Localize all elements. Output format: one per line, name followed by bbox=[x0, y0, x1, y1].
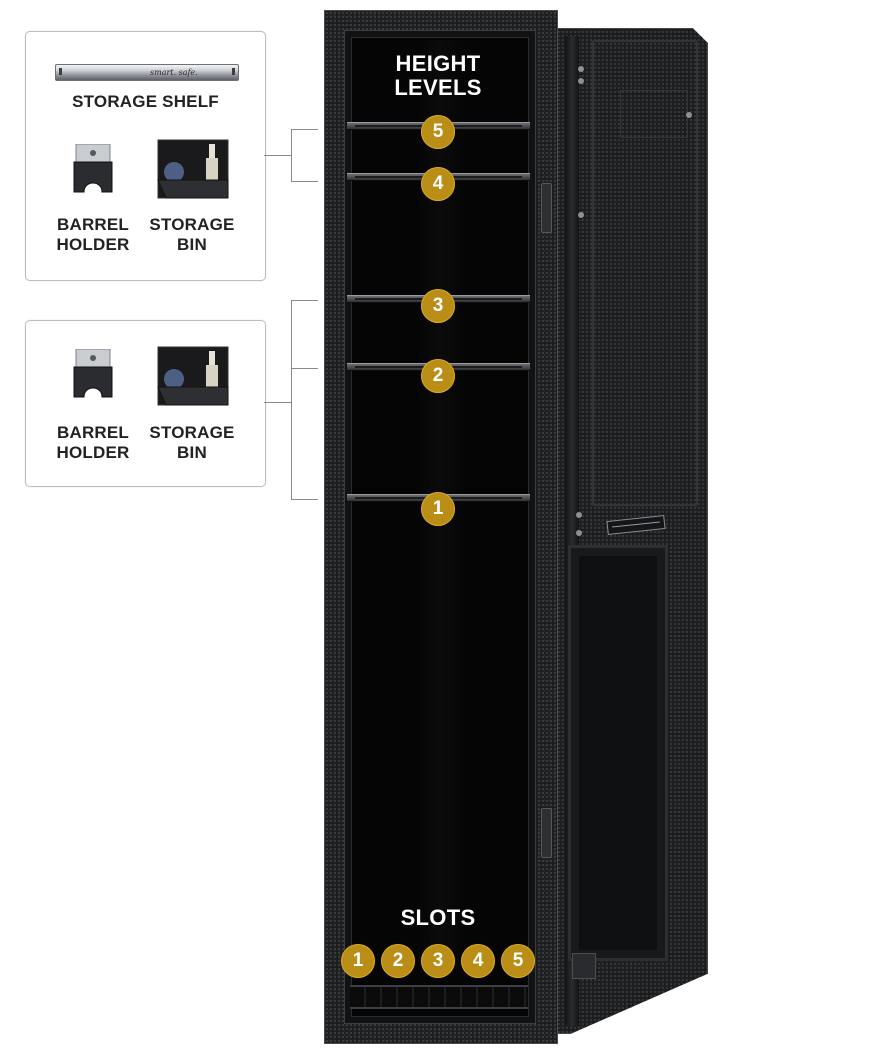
storage-bin-label: STORAGE BIN bbox=[149, 423, 235, 462]
accessory-card-top: smart. safe. STORAGE SHELF BARREL HOLDER… bbox=[25, 31, 266, 281]
barrel-holder-label: BARREL HOLDER bbox=[56, 423, 130, 462]
storage-shelf-icon: smart. safe. bbox=[55, 64, 239, 81]
slots-heading: SLOTS bbox=[400, 905, 476, 930]
height-level-badge-1: 1 bbox=[421, 492, 455, 526]
storage-shelf-label: STORAGE SHELF bbox=[72, 92, 219, 111]
slot-badge-2: 2 bbox=[381, 944, 415, 978]
height-levels-heading: HEIGHT LEVELS bbox=[394, 51, 482, 100]
door-bolt bbox=[578, 212, 584, 218]
door-bolt bbox=[578, 66, 584, 72]
storage-bin-icon bbox=[157, 139, 229, 199]
door-bolt bbox=[578, 78, 584, 84]
accessory-card-bottom: BARREL HOLDER STORAGE BIN bbox=[25, 320, 266, 487]
door-bolt bbox=[576, 530, 582, 536]
floor-slot-rails bbox=[350, 985, 528, 1009]
safe-hinge bbox=[541, 183, 552, 233]
height-level-badge-5: 5 bbox=[421, 115, 455, 149]
door-bolt bbox=[576, 512, 582, 518]
slot-badge-4: 4 bbox=[461, 944, 495, 978]
door-bolt bbox=[686, 112, 692, 118]
door-storage-pocket bbox=[568, 545, 668, 961]
slot-badge-1: 1 bbox=[341, 944, 375, 978]
slot-badge-5: 5 bbox=[501, 944, 535, 978]
storage-bin-label: STORAGE BIN bbox=[149, 215, 235, 254]
height-level-badge-4: 4 bbox=[421, 167, 455, 201]
safe-hinge bbox=[541, 808, 552, 858]
barrel-holder-label: BARREL HOLDER bbox=[56, 215, 130, 254]
door-hinge-block bbox=[572, 953, 596, 979]
barrel-holder-icon bbox=[73, 349, 113, 398]
door-panel bbox=[592, 40, 698, 506]
height-level-badge-3: 3 bbox=[421, 289, 455, 323]
slot-badge-3: 3 bbox=[421, 944, 455, 978]
barrel-holder-icon bbox=[73, 144, 113, 193]
shelf-engraving: smart. safe. bbox=[150, 68, 198, 77]
height-level-badge-2: 2 bbox=[421, 359, 455, 393]
door-plate bbox=[620, 90, 688, 138]
storage-bin-icon bbox=[157, 346, 229, 406]
